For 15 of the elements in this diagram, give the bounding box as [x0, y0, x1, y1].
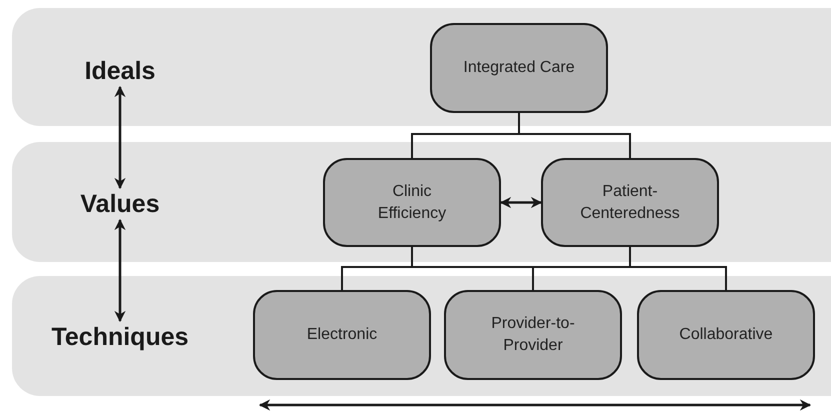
arrow — [114, 218, 126, 322]
row-heading: Techniques — [35, 324, 205, 350]
row-heading: Ideals — [70, 58, 170, 84]
band-background — [12, 276, 831, 396]
process-box: Provider-to-Provider — [444, 290, 622, 380]
band-background — [12, 8, 831, 126]
process-box: Clinic Efficiency — [323, 158, 501, 247]
process-box: Collaborative — [637, 290, 815, 380]
arrow — [500, 196, 542, 208]
arrow — [114, 86, 126, 190]
band-background — [12, 142, 831, 262]
process-box: Electronic — [253, 290, 431, 380]
process-box: Integrated Care — [430, 23, 608, 113]
process-box: Patient-Centeredness — [541, 158, 719, 247]
row-heading: Values — [60, 191, 180, 217]
